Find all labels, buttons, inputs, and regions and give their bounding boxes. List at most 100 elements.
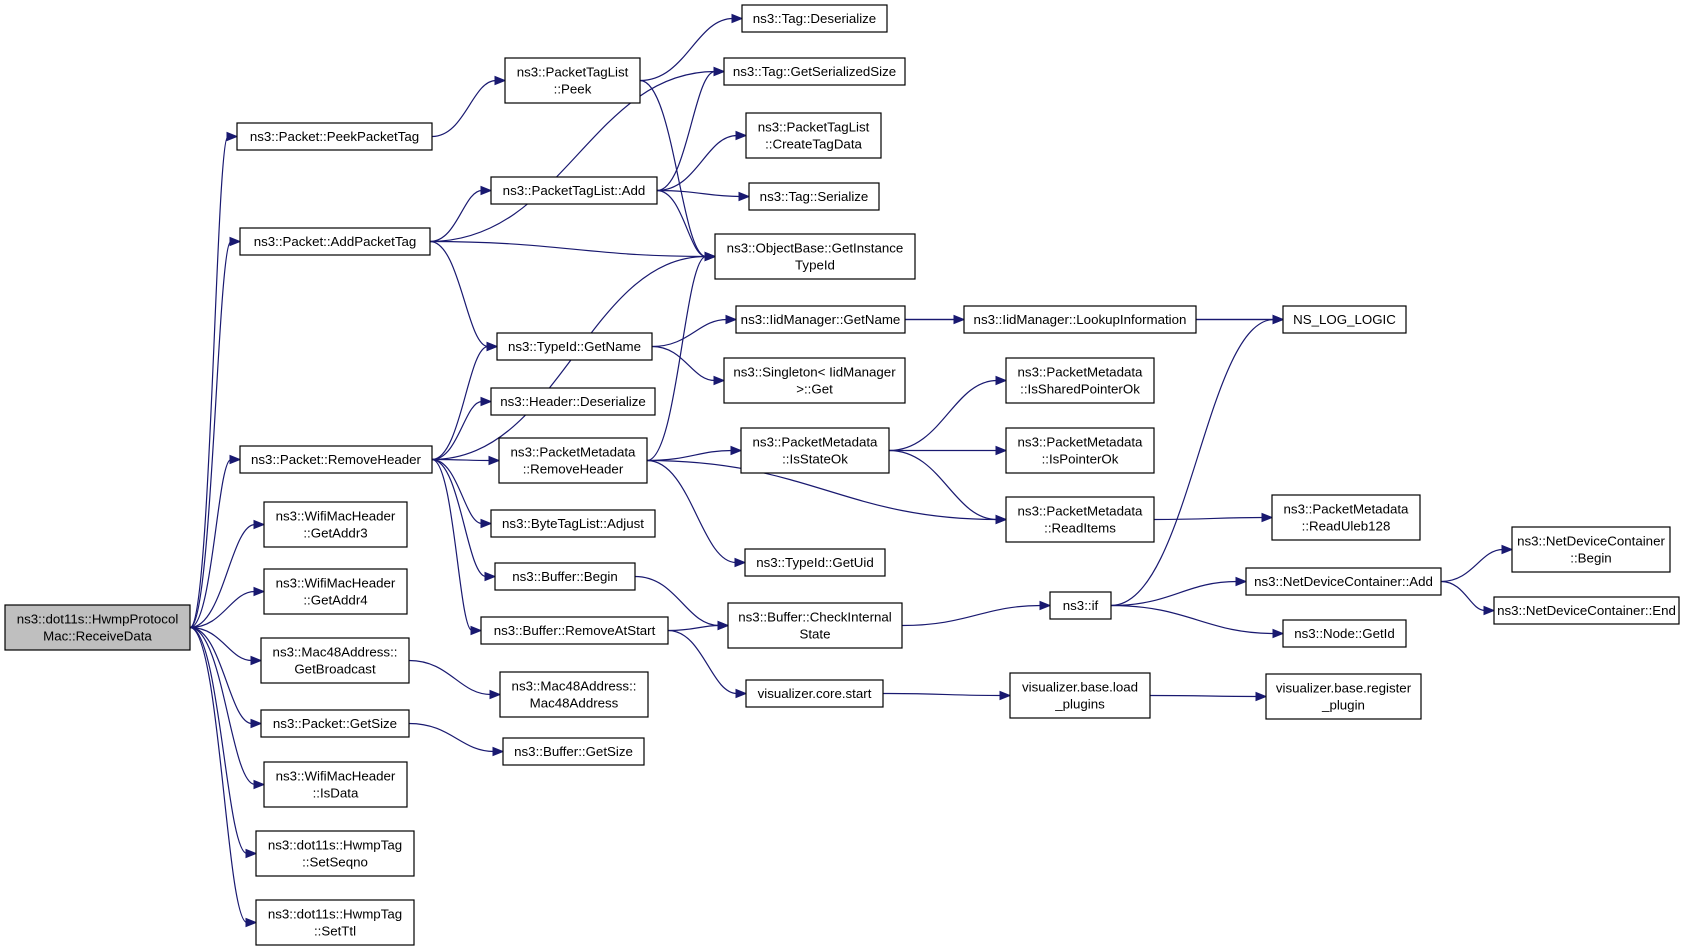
node-label-line: >::Get — [796, 382, 833, 397]
edge-arrowhead — [1272, 628, 1285, 639]
node-ns3-netdevicecontainer-add[interactable]: ns3::NetDeviceContainer::Add — [1245, 567, 1442, 596]
node-ns3-typeid-getuid[interactable]: ns3::TypeId::GetUid — [744, 548, 886, 577]
edge-arrowhead — [484, 571, 497, 582]
edge-arrowhead — [995, 375, 1008, 386]
edge-line — [888, 379, 998, 452]
node-ns3-mac48address-mac48address[interactable]: ns3::Mac48Address::Mac48Address — [499, 671, 649, 718]
node-ns3-packet-getsize[interactable]: ns3::Packet::GetSize — [260, 709, 410, 738]
node-ns3-typeid-getname[interactable]: ns3::TypeId::GetName — [496, 332, 653, 361]
edge-arrowhead — [1483, 605, 1496, 616]
node-box — [263, 761, 408, 808]
node-label-line: ::SetTtl — [314, 924, 356, 939]
node-box — [260, 637, 410, 684]
node-label-line: visualizer.base.register — [1276, 681, 1412, 696]
node-box — [1282, 305, 1407, 334]
edge-arrowhead — [480, 396, 493, 407]
node-ns3-packet-addpackettag[interactable]: ns3::Packet::AddPacketTag — [239, 227, 431, 256]
node-ns3-dot11s-hwmpprotocolmac-receivedata[interactable]: ns3::dot11s::HwmpProtocolMac::ReceiveDat… — [4, 604, 191, 651]
edge-arrowhead — [713, 66, 726, 77]
edge-line — [656, 189, 707, 258]
node-visualizer-base-load-plugins[interactable]: visualizer.base.load_plugins — [1009, 672, 1151, 719]
edge-arrowhead — [1261, 512, 1274, 523]
node-visualizer-base-register-plugin[interactable]: visualizer.base.register_plugin — [1265, 673, 1422, 720]
node-ns3-iidmanager-lookupinformation[interactable]: ns3::IidManager::LookupInformation — [963, 305, 1197, 334]
node-ns3-wifimacheader-getaddr4[interactable]: ns3::WifiMacHeader::GetAddr4 — [263, 568, 408, 615]
node-ns3-packetmetadata-readitems[interactable]: ns3::PacketMetadata::ReadItems — [1005, 496, 1155, 543]
node-ns3-node-getid[interactable]: ns3::Node::GetId — [1282, 619, 1407, 648]
edge-n3-to-n14 — [431, 396, 493, 461]
edge-n12-to-n23 — [656, 130, 748, 192]
node-ns-log-logic[interactable]: NS_LOG_LOGIC — [1282, 305, 1407, 334]
node-ns3-netdevicecontainer-begin[interactable]: ns3::NetDeviceContainer::Begin — [1511, 526, 1671, 573]
edge-line — [189, 523, 256, 629]
edge-line — [1440, 580, 1486, 612]
node-ns3-mac48address-getbroadcast[interactable]: ns3::Mac48Address::GetBroadcast — [260, 637, 410, 684]
node-ns3-tag-serialize[interactable]: ns3::Tag::Serialize — [748, 182, 880, 211]
edge-n0-to-n9 — [189, 626, 258, 859]
node-label-line: TypeId — [795, 258, 835, 273]
node-visualizer-core-start[interactable]: visualizer.core.start — [745, 679, 884, 708]
edge-line — [646, 255, 707, 462]
node-label-line: ::Begin — [1570, 551, 1611, 566]
node-ns3-tag-getserializedsize[interactable]: ns3::Tag::GetSerializedSize — [723, 57, 906, 86]
node-ns3-packettaglist-add[interactable]: ns3::PacketTagList::Add — [490, 176, 658, 205]
edge-line — [639, 79, 707, 258]
edge-line — [656, 70, 716, 192]
node-ns3-packet-removeheader[interactable]: ns3::Packet::RemoveHeader — [239, 445, 433, 474]
edge-line — [189, 240, 232, 629]
node-ns3-packetmetadata-readuleb128[interactable]: ns3::PacketMetadata::ReadUleb128 — [1271, 494, 1421, 541]
node-ns3-dot11s-hwmptag-setttl[interactable]: ns3::dot11s::HwmpTag::SetTtl — [255, 899, 415, 946]
node-ns3-netdevicecontainer-end[interactable]: ns3::NetDeviceContainer::End — [1493, 596, 1680, 625]
node-label-line: State — [799, 627, 830, 642]
node-box — [502, 737, 645, 766]
node-ns3-if[interactable]: ns3::if — [1049, 591, 1112, 620]
node-ns3-buffer-removeatstart[interactable]: ns3::Buffer::RemoveAtStart — [480, 616, 669, 645]
node-label-line: ns3::Packet::PeekPacketTag — [250, 129, 419, 144]
edge-arrowhead — [245, 848, 258, 859]
node-ns3-dot11s-hwmptag-setseqno[interactable]: ns3::dot11s::HwmpTag::SetSeqno — [255, 830, 415, 877]
edge-n3-to-n15 — [431, 455, 501, 466]
node-ns3-packettaglist-createtagdata[interactable]: ns3::PacketTagList::CreateTagData — [745, 112, 882, 159]
node-ns3-packetmetadata-isstateok[interactable]: ns3::PacketMetadata::IsStateOk — [740, 427, 890, 474]
node-ns3-packetmetadata-ispointerok[interactable]: ns3::PacketMetadata::IsPointerOk — [1005, 427, 1155, 474]
node-ns3-wifimacheader-isdata[interactable]: ns3::WifiMacHeader::IsData — [263, 761, 408, 808]
node-ns3-iidmanager-getname[interactable]: ns3::IidManager::GetName — [735, 305, 906, 334]
node-label-line: ns3::NetDeviceContainer::End — [1497, 603, 1676, 618]
edge-n2-to-n12 — [429, 185, 493, 243]
node-box — [236, 122, 433, 151]
node-ns3-packetmetadata-issharedpointerok[interactable]: ns3::PacketMetadata::IsSharedPointerOk — [1005, 357, 1155, 404]
edge-n1-to-n11 — [431, 75, 507, 138]
node-label-line: ::IsSharedPointerOk — [1020, 382, 1140, 397]
edge-arrowhead — [731, 13, 744, 24]
node-ns3-buffer-begin[interactable]: ns3::Buffer::Begin — [494, 562, 636, 591]
node-label-line: ns3::PacketMetadata — [1018, 435, 1144, 450]
edge-n0-to-n8 — [189, 626, 266, 790]
edge-line — [651, 318, 728, 348]
edge-n0-to-n1 — [189, 131, 239, 629]
node-label-line: GetBroadcast — [294, 662, 376, 677]
node-ns3-tag-deserialize[interactable]: ns3::Tag::Deserialize — [741, 4, 888, 33]
node-ns3-wifimacheader-getaddr3[interactable]: ns3::WifiMacHeader::GetAddr3 — [263, 501, 408, 548]
node-ns3-header-deserialize[interactable]: ns3::Header::Deserialize — [490, 387, 656, 416]
edge-n12-to-n22 — [656, 66, 726, 192]
node-label-line: ns3::WifiMacHeader — [276, 576, 396, 591]
edge-line — [431, 458, 491, 462]
edge-n37-to-n42 — [1149, 691, 1268, 702]
node-ns3-singleton-iidmanager-get[interactable]: ns3::Singleton< IidManager >::Get — [723, 357, 906, 404]
edge-n18-to-n30 — [667, 620, 730, 632]
node-box — [740, 427, 890, 474]
node-label-line: ns3::PacketMetadata — [1018, 504, 1144, 519]
edge-line — [667, 629, 738, 695]
node-ns3-packetmetadata-removeheader[interactable]: ns3::PacketMetadata::RemoveHeader — [498, 437, 648, 484]
node-ns3-bytetaglist-adjust[interactable]: ns3::ByteTagList::Adjust — [490, 509, 656, 538]
node-box — [490, 509, 656, 538]
node-ns3-packettaglist-peek[interactable]: ns3::PacketTagList::Peek — [504, 57, 641, 104]
edge-n3-to-n16 — [431, 458, 493, 529]
node-box — [1009, 672, 1151, 719]
node-ns3-packet-peekpackettag[interactable]: ns3::Packet::PeekPacketTag — [236, 122, 433, 151]
node-box — [748, 182, 880, 211]
node-ns3-buffer-getsize[interactable]: ns3::Buffer::GetSize — [502, 737, 645, 766]
node-box — [1265, 673, 1422, 720]
